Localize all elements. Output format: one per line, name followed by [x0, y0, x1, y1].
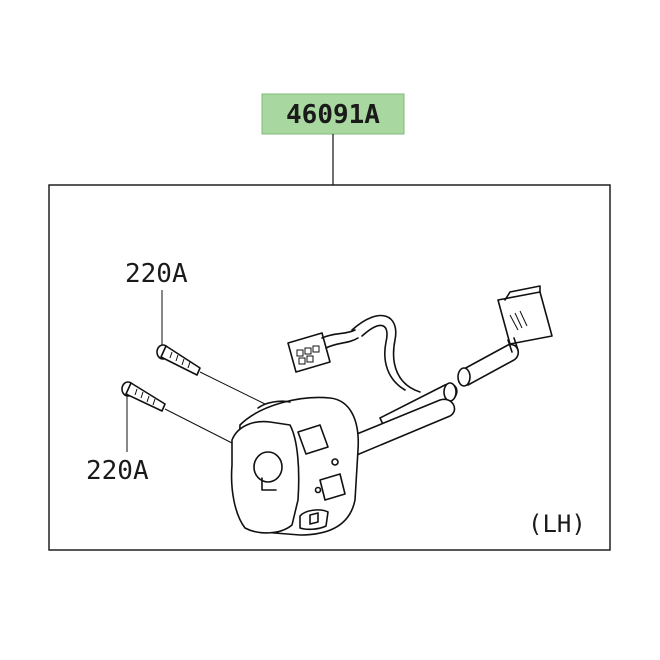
- handlebar-switch-housing-icon[interactable]: [230, 396, 456, 536]
- main-part-highlight: [261, 93, 405, 135]
- side-note: (LH): [528, 510, 586, 538]
- screw-upper-axis: [199, 371, 266, 405]
- assembly-frame: [48, 184, 611, 551]
- screw-lower-icon: [121, 381, 166, 412]
- screw-upper-icon: [156, 344, 201, 376]
- screw-lower-axis: [164, 408, 233, 444]
- main-part-number: 46091A: [286, 100, 380, 130]
- screw-label-upper[interactable]: 220A: [125, 259, 188, 289]
- main-part-callout[interactable]: 46091A: [261, 93, 405, 135]
- screw-label-lower[interactable]: 220A: [86, 456, 149, 486]
